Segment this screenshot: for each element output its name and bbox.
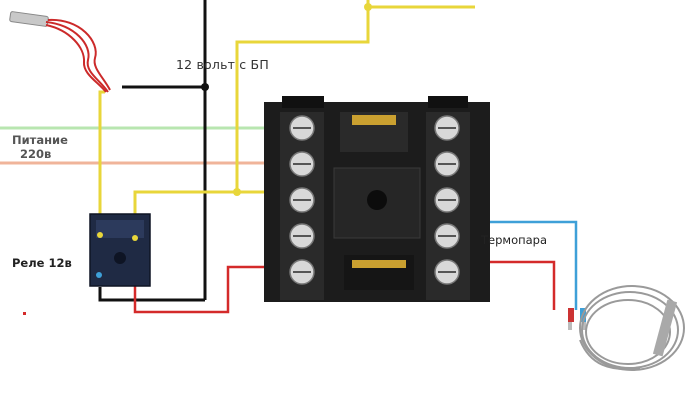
wire-black — [98, 0, 207, 302]
temperature-controller — [264, 96, 490, 302]
wire-blue — [466, 220, 578, 310]
junction-dot-black — [201, 83, 209, 91]
label-220v: 220в — [20, 147, 52, 161]
heater-cartridge — [9, 11, 111, 93]
label-thermocouple: Термопара — [481, 233, 548, 247]
junction-dot-yellow-2 — [233, 188, 241, 196]
thermocouple-probe — [568, 285, 685, 371]
terminal-column-left — [280, 112, 324, 300]
terminal-column-right — [426, 112, 470, 300]
label-power: Питание — [12, 133, 68, 147]
label-12v-supply: 12 вольт с БП — [176, 57, 269, 72]
small-red-mark — [23, 312, 26, 315]
relay-12v — [89, 213, 151, 287]
label-relay: Реле 12в — [12, 256, 72, 270]
wire-red — [133, 260, 556, 314]
wire-yellow — [98, 0, 475, 235]
junction-dot-yellow-1 — [364, 3, 372, 11]
